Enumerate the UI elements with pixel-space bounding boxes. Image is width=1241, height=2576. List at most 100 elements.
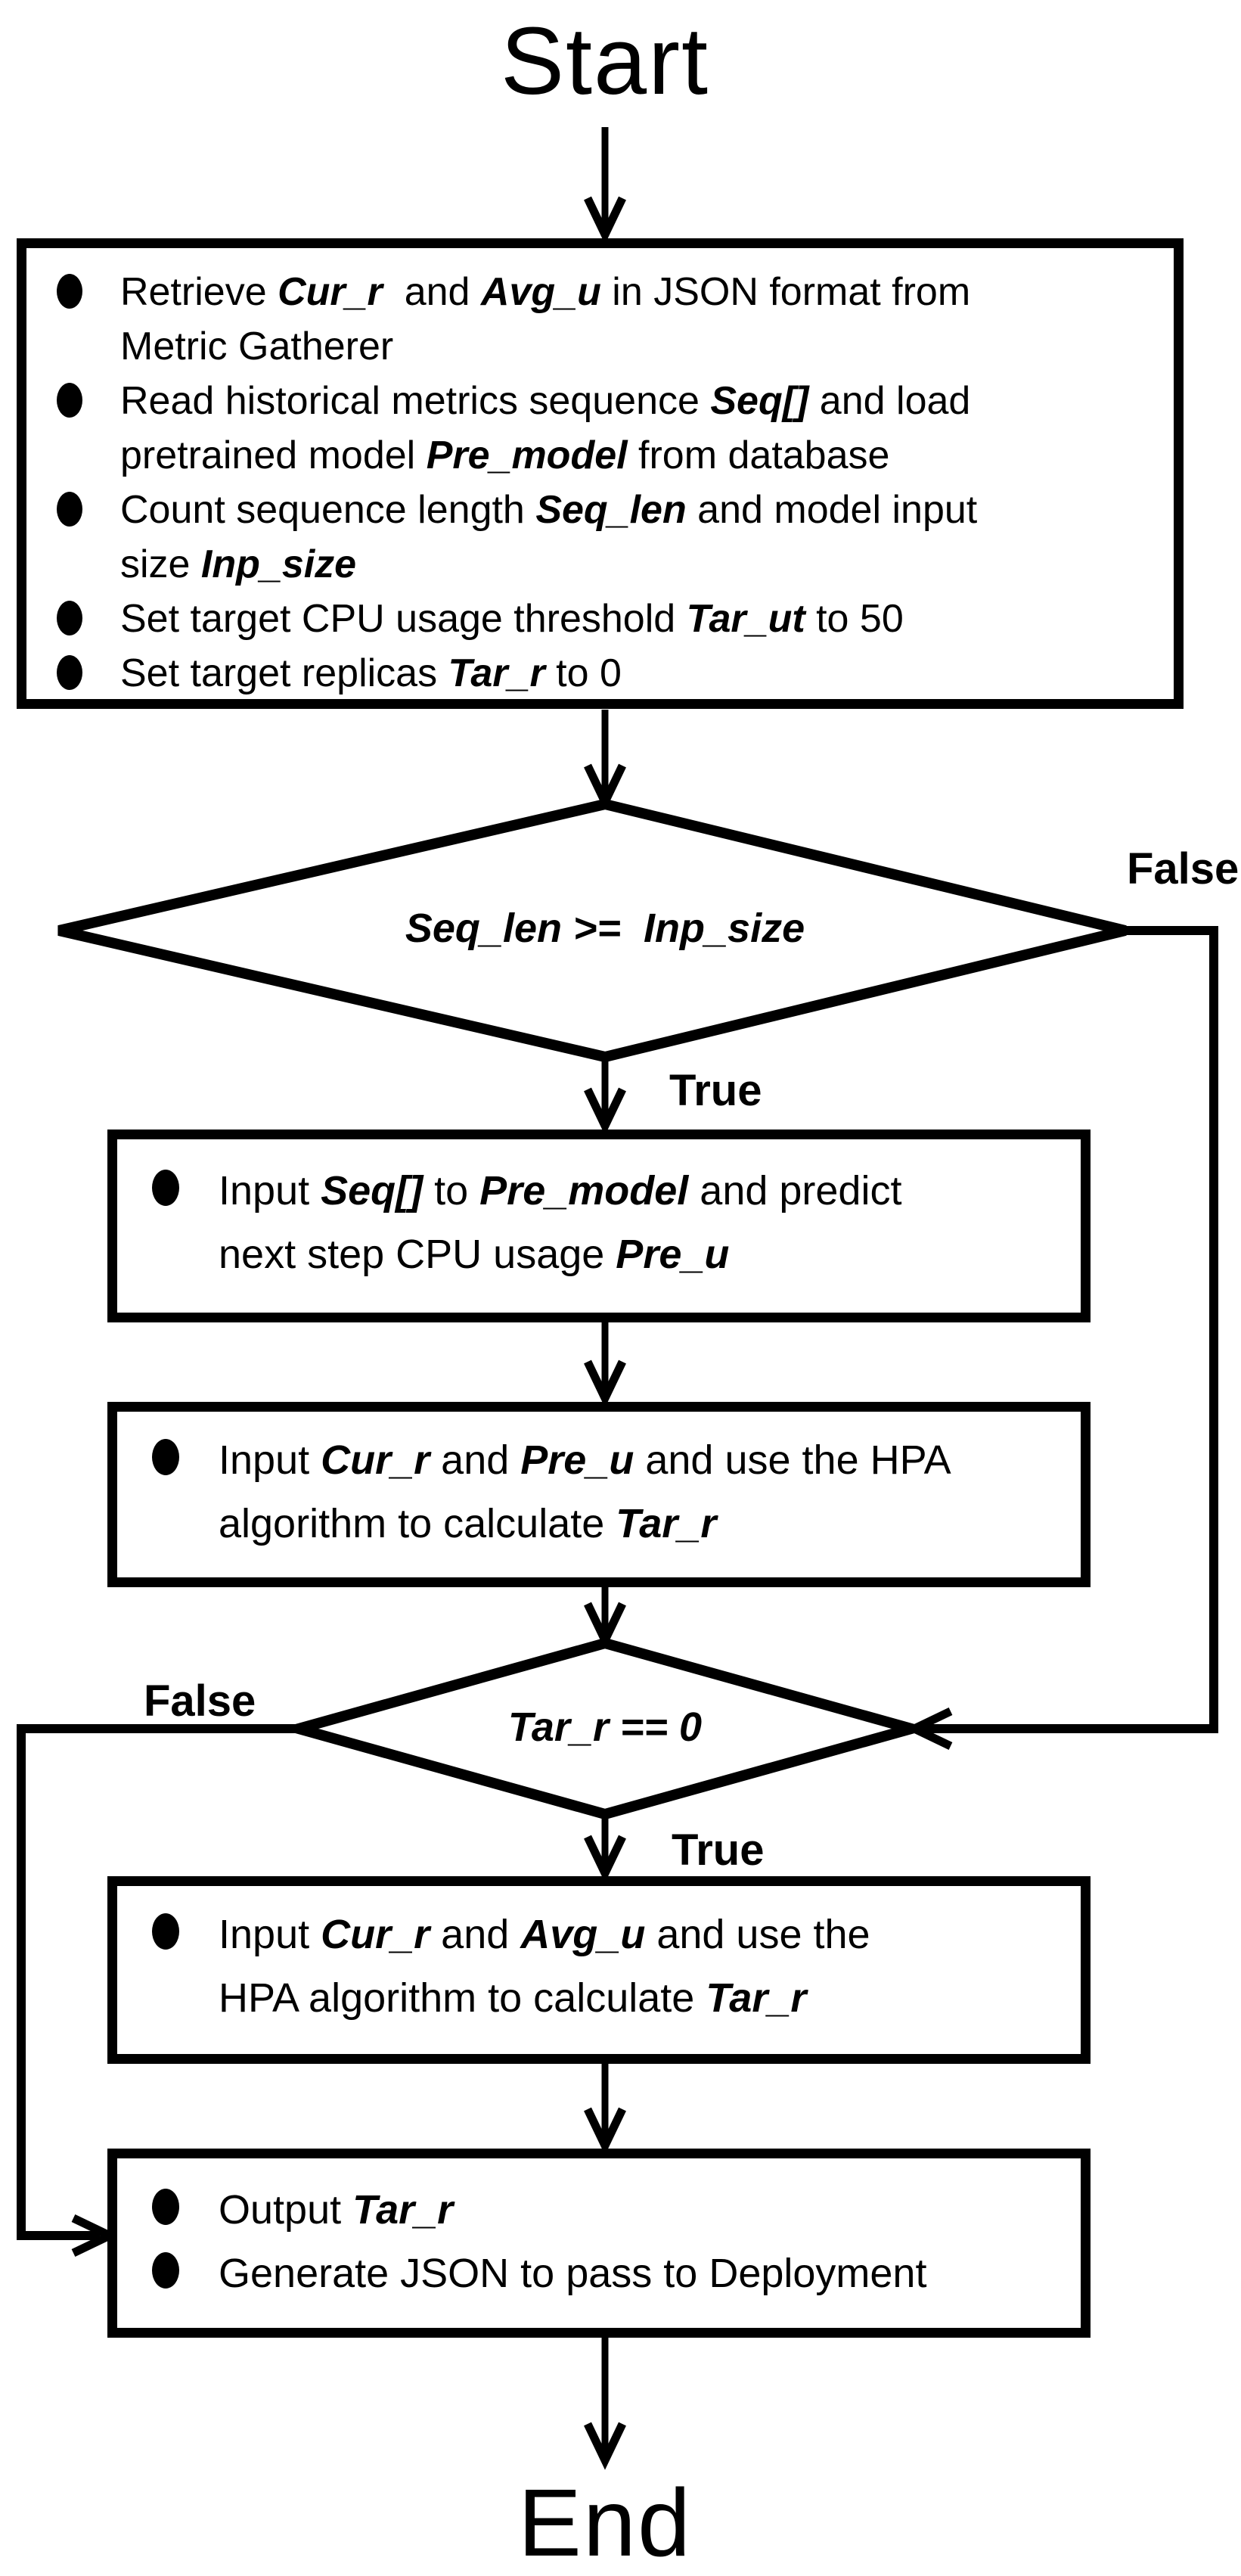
- box-line-text: Input Seq[] to Pre_model and predict: [219, 1159, 901, 1223]
- arrowhead-down-icon: [584, 2107, 626, 2155]
- variable-text: Pre_u: [520, 1437, 634, 1483]
- box-line: Input Seq[] to Pre_model and predict: [117, 1159, 1081, 1223]
- bullet-icon: [152, 1439, 179, 1475]
- false-branch-2-path: [17, 1724, 299, 2240]
- end-terminal: End: [517, 2469, 693, 2576]
- arrowhead-down-icon: [584, 1835, 626, 1883]
- variable-text: Pre_model: [426, 433, 628, 477]
- box-line: Generate JSON to pass to Deployment: [117, 2242, 1081, 2305]
- box-line: Set target CPU usage threshold Tar_ut to…: [26, 592, 1174, 646]
- variable-text: Tar_r: [616, 1501, 717, 1546]
- plain-text: Retrieve: [120, 270, 278, 314]
- plain-text: Set target CPU usage threshold: [120, 597, 687, 641]
- box-line: size Inp_size: [26, 537, 1174, 592]
- variable-text: Tar_r: [448, 651, 545, 695]
- box-line: Input Cur_r and Pre_u and use the HPA: [117, 1428, 1081, 1492]
- plain-text: and: [430, 1912, 521, 1957]
- decision2-false-label: False: [144, 1676, 256, 1726]
- arrowhead-down-icon: [584, 1087, 626, 1136]
- plain-text: Metric Gatherer: [120, 325, 394, 368]
- variable-text: Pre_model: [479, 1168, 689, 1213]
- arrowhead-down-icon: [584, 2422, 626, 2470]
- box-line-text: HPA algorithm to calculate Tar_r: [219, 1966, 806, 2030]
- box-line: next step CPU usage Pre_u: [117, 1223, 1081, 1286]
- box-line-text: Set target replicas Tar_r to 0: [120, 646, 622, 701]
- bullet-spacer: [57, 437, 82, 472]
- decision1-true-label: True: [669, 1066, 762, 1115]
- variable-text: Seq[]: [710, 379, 809, 423]
- arrowhead-down-icon: [584, 196, 626, 244]
- process-box-initialize: Retrieve Cur_r and Avg_u in JSON format …: [17, 238, 1184, 709]
- plain-text: and model input: [686, 488, 978, 532]
- plain-text: Count sequence length: [120, 488, 536, 532]
- box-line-text: next step CPU usage Pre_u: [219, 1223, 729, 1286]
- box-line-text: Input Cur_r and Pre_u and use the HPA: [219, 1428, 951, 1492]
- box-line: Retrieve Cur_r and Avg_u in JSON format …: [26, 265, 1174, 319]
- variable-text: Tar_ut: [686, 597, 805, 641]
- variable-text: Avg_u: [480, 270, 601, 314]
- plain-text: and: [382, 270, 481, 314]
- variable-text: Seq_len: [535, 488, 687, 532]
- box-line: Input Cur_r and Avg_u and use the: [117, 1903, 1081, 1966]
- plain-text: and: [430, 1437, 521, 1483]
- plain-text: to: [423, 1168, 480, 1213]
- box-line: pretrained model Pre_model from database: [26, 428, 1174, 483]
- decision2-true-label: True: [672, 1826, 765, 1875]
- box-line-text: pretrained model Pre_model from database: [120, 428, 889, 483]
- plain-text: size: [120, 542, 201, 586]
- box-line: Read historical metrics sequence Seq[] a…: [26, 374, 1174, 428]
- plain-text: next step CPU usage: [219, 1232, 616, 1277]
- variable-text: Cur_r: [321, 1912, 430, 1957]
- bullet-spacer: [152, 1977, 179, 2013]
- decision1-false-label: False: [1127, 844, 1239, 893]
- plain-text: to 0: [544, 651, 622, 695]
- box-line-text: Retrieve Cur_r and Avg_u in JSON format …: [120, 265, 970, 319]
- plain-text: algorithm to calculate: [219, 1501, 616, 1546]
- decision2-diamond: [278, 1637, 932, 1820]
- bullet-icon: [57, 601, 82, 635]
- box-line-text: Generate JSON to pass to Deployment: [219, 2242, 926, 2305]
- plain-text: and load: [808, 379, 971, 423]
- arrowhead-down-icon: [584, 1359, 626, 1408]
- bullet-icon: [152, 1913, 179, 1950]
- bullet-icon: [57, 492, 82, 527]
- decision1-diamond: [57, 798, 1127, 1063]
- plain-text: pretrained model: [120, 433, 427, 477]
- decision1-label: Seq_len >= Inp_size: [405, 906, 805, 951]
- bullet-icon: [152, 2189, 179, 2225]
- variable-text: Inp_size: [200, 542, 357, 586]
- bullet-spacer: [57, 328, 82, 363]
- bullet-spacer: [57, 546, 82, 581]
- bullet-icon: [152, 1170, 179, 1206]
- box-line-text: Input Cur_r and Avg_u and use the: [219, 1903, 870, 1966]
- plain-text: HPA algorithm to calculate: [219, 1975, 706, 2021]
- box-line-text: Count sequence length Seq_len and model …: [120, 483, 977, 537]
- plain-text: Input: [219, 1912, 321, 1957]
- plain-text: and predict: [688, 1168, 902, 1213]
- box-line-text: size Inp_size: [120, 537, 356, 592]
- box-line: HPA algorithm to calculate Tar_r: [117, 1966, 1081, 2030]
- variable-text: Cur_r: [278, 270, 383, 314]
- plain-text: and use the HPA: [634, 1437, 951, 1483]
- plain-text: from database: [627, 433, 890, 477]
- box-line: algorithm to calculate Tar_r: [117, 1492, 1081, 1555]
- variable-text: Tar_r: [352, 2187, 454, 2233]
- bullet-icon: [57, 655, 82, 690]
- box-line-text: Read historical metrics sequence Seq[] a…: [120, 374, 970, 428]
- plain-text: Input: [219, 1168, 321, 1213]
- box-line-text: Set target CPU usage threshold Tar_ut to…: [120, 592, 904, 646]
- plain-text: Set target replicas: [120, 651, 448, 695]
- start-terminal: Start: [500, 8, 710, 114]
- plain-text: and use the: [645, 1912, 870, 1957]
- plain-text: Input: [219, 1437, 321, 1483]
- plain-text: to 50: [805, 597, 904, 641]
- plain-text: Read historical metrics sequence: [120, 379, 711, 423]
- box-line-text: Metric Gatherer: [120, 319, 393, 374]
- bullet-icon: [57, 274, 82, 309]
